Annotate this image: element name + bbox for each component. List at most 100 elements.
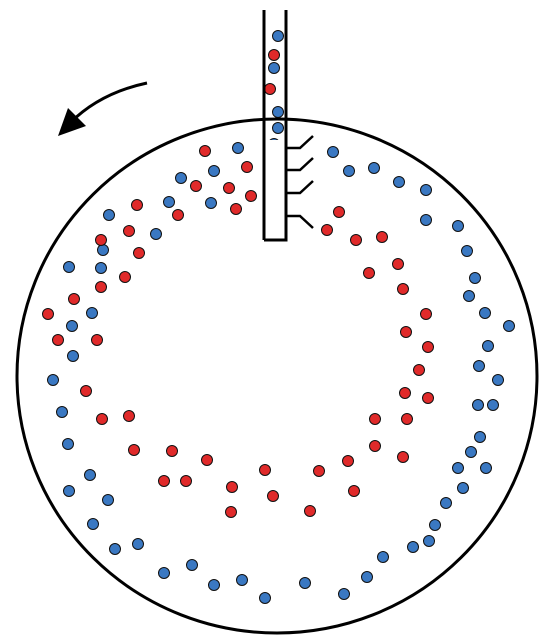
- red-particle: [42, 308, 54, 320]
- red-particle: [96, 413, 108, 425]
- blue-particle: [420, 214, 432, 226]
- blue-particle: [429, 519, 441, 531]
- blue-particle: [457, 482, 469, 494]
- blue-particle: [487, 399, 499, 411]
- red-particle: [131, 199, 143, 211]
- blue-particle: [272, 30, 284, 42]
- blue-particle: [208, 579, 220, 591]
- red-particle: [199, 145, 211, 157]
- blue-particle: [479, 307, 491, 319]
- red-particle: [190, 180, 202, 192]
- red-particle: [95, 234, 107, 246]
- red-particle: [399, 387, 411, 399]
- red-particle: [91, 334, 103, 346]
- blue-particle: [327, 146, 339, 158]
- blue-particle: [102, 494, 114, 506]
- red-particle: [230, 203, 242, 215]
- blue-particle: [109, 543, 121, 555]
- red-particle: [392, 258, 404, 270]
- blue-particle: [205, 197, 217, 209]
- red-particle: [333, 206, 345, 218]
- blue-particle: [95, 262, 107, 274]
- red-particle: [80, 385, 92, 397]
- baffle-4: [286, 214, 314, 229]
- red-particle: [95, 281, 107, 293]
- red-particle: [422, 341, 434, 353]
- blue-particle: [150, 228, 162, 240]
- blue-particle: [87, 518, 99, 530]
- red-particle: [123, 410, 135, 422]
- blue-particle: [463, 290, 475, 302]
- red-particle: [413, 364, 425, 376]
- blue-particle: [469, 272, 481, 284]
- blue-particle: [208, 165, 220, 177]
- red-particle: [225, 506, 237, 518]
- feed-tube: [262, 10, 288, 242]
- red-particle: [363, 267, 375, 279]
- red-particle: [342, 455, 354, 467]
- blue-particle: [175, 172, 187, 184]
- red-particle: [68, 293, 80, 305]
- red-particle: [172, 209, 184, 221]
- blue-particle: [368, 162, 380, 174]
- baffle-2: [286, 157, 314, 172]
- blue-particle: [474, 431, 486, 443]
- blue-particle: [158, 567, 170, 579]
- feed-tube-inner-mask: [264, 140, 286, 240]
- blue-particle: [86, 307, 98, 319]
- blue-particle: [473, 360, 485, 372]
- red-particle: [264, 83, 276, 95]
- blue-particle: [377, 551, 389, 563]
- red-particle: [376, 231, 388, 243]
- red-particle: [166, 445, 178, 457]
- blue-particle: [420, 184, 432, 196]
- blue-particle: [163, 196, 175, 208]
- red-particle: [422, 392, 434, 404]
- blue-particle: [63, 261, 75, 273]
- blue-particle: [63, 485, 75, 497]
- red-particle: [259, 464, 271, 476]
- blue-particle: [472, 399, 484, 411]
- blue-particle: [84, 469, 96, 481]
- blue-particle: [338, 588, 350, 600]
- red-particle: [123, 225, 135, 237]
- blue-particle: [492, 374, 504, 386]
- red-particle: [119, 271, 131, 283]
- red-particle: [180, 475, 192, 487]
- red-particle: [158, 475, 170, 487]
- red-particle: [401, 413, 413, 425]
- red-particle: [397, 283, 409, 295]
- red-particle: [268, 49, 280, 61]
- red-particle: [369, 413, 381, 425]
- red-particle: [52, 334, 64, 346]
- blue-particle: [62, 438, 74, 450]
- blue-particle: [461, 245, 473, 257]
- red-particle: [241, 161, 253, 173]
- red-particle: [133, 247, 145, 259]
- baffle-1: [286, 135, 314, 150]
- blue-particle: [268, 62, 280, 74]
- feed-tube-baffles: [286, 135, 314, 229]
- red-particle: [420, 308, 432, 320]
- rotor-disc-outline: [15, 117, 539, 635]
- blue-particle: [66, 320, 78, 332]
- red-particle: [223, 182, 235, 194]
- blue-particle: [259, 592, 271, 604]
- blue-particle: [465, 446, 477, 458]
- rotation-arrow-head: [58, 108, 86, 136]
- red-particle: [267, 490, 279, 502]
- red-particle: [369, 440, 381, 452]
- red-particle: [313, 465, 325, 477]
- red-particle: [128, 444, 140, 456]
- red-particle: [321, 224, 333, 236]
- blue-particle: [299, 577, 311, 589]
- blue-particle: [56, 406, 68, 418]
- blue-particle: [482, 340, 494, 352]
- blue-particle: [132, 538, 144, 550]
- blue-particle: [236, 574, 248, 586]
- blue-particle: [393, 176, 405, 188]
- red-particle: [304, 505, 316, 517]
- particles-layer: [42, 30, 515, 604]
